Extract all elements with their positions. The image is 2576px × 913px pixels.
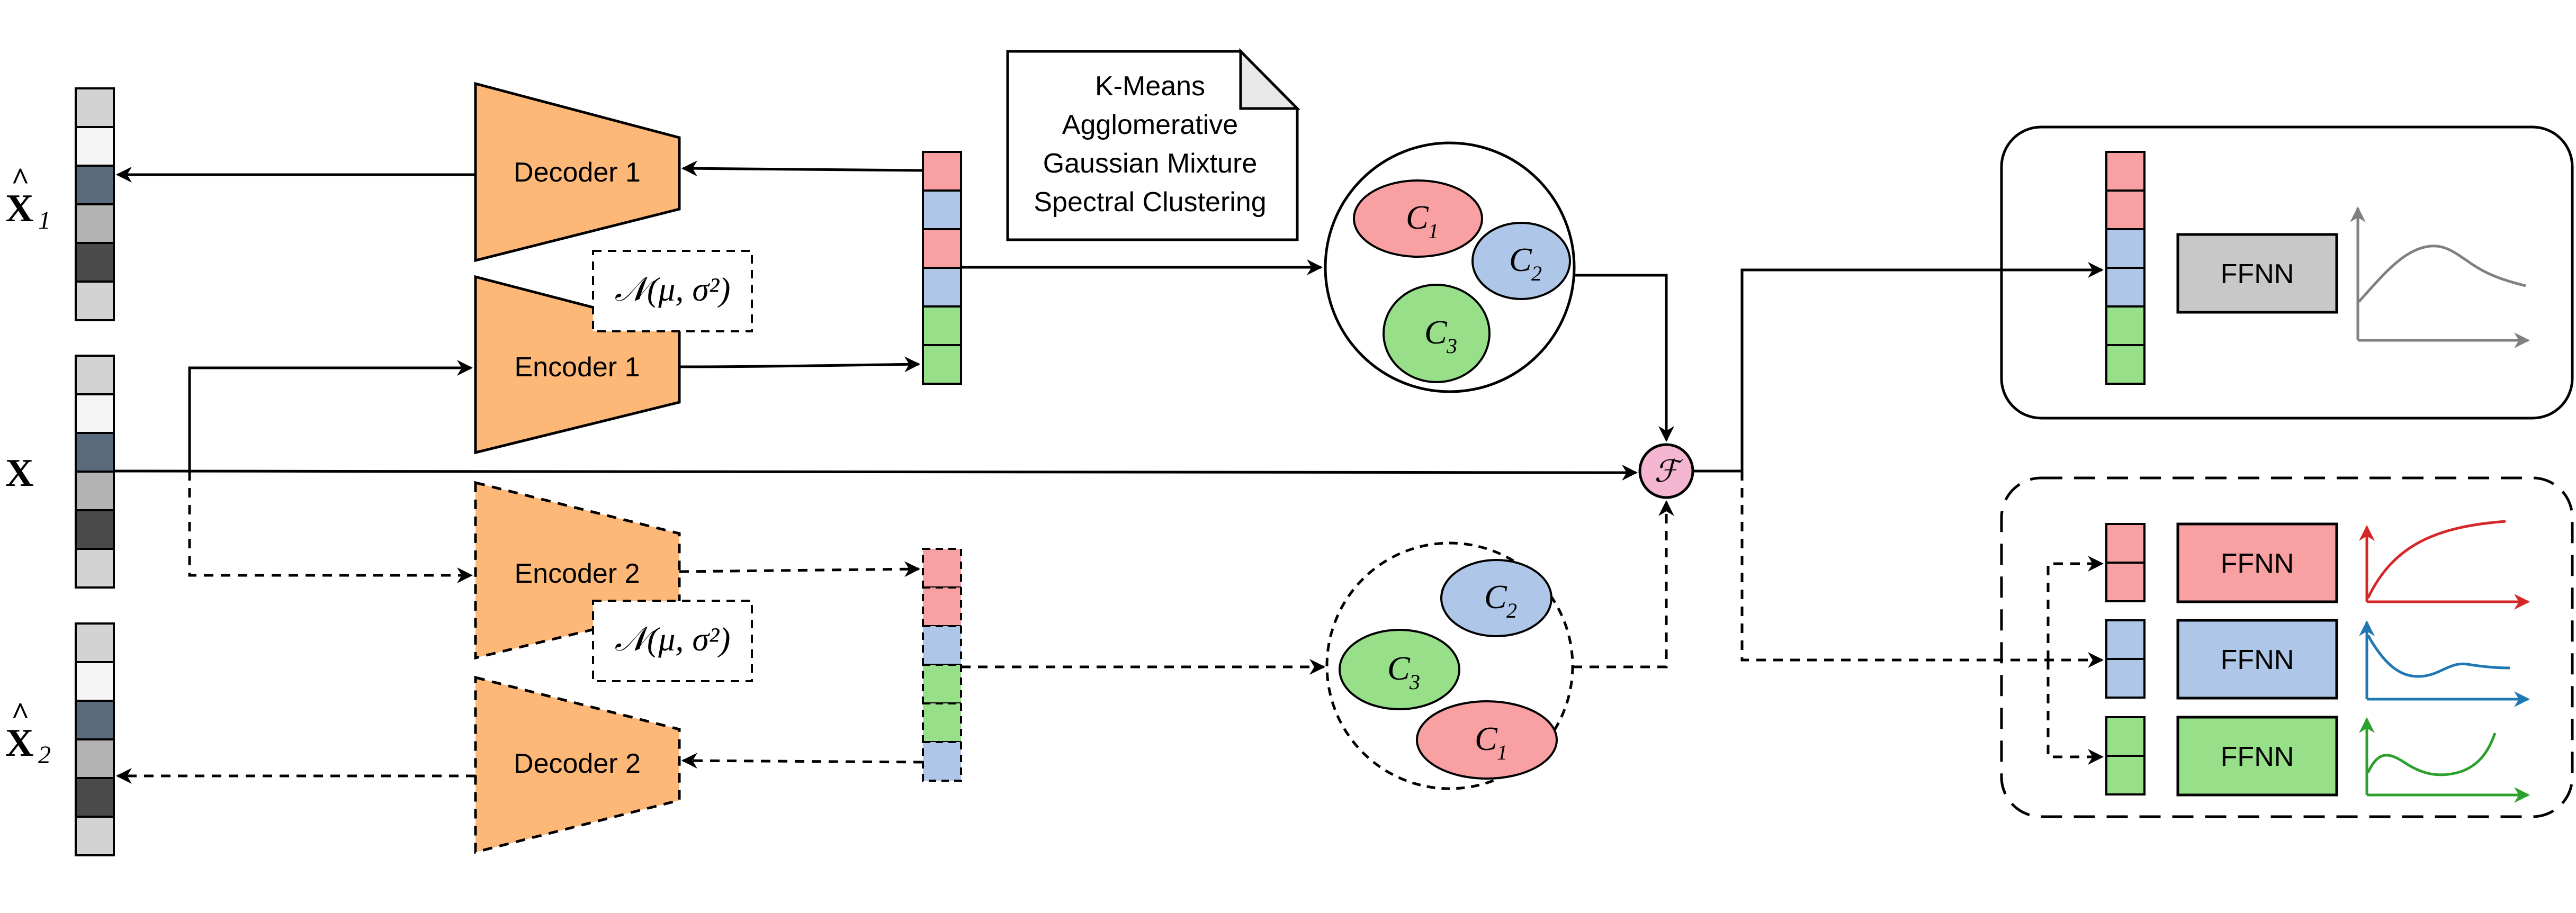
- svg-text:Encoder 1: Encoder 1: [514, 352, 640, 383]
- x-hat-1-label: X: [5, 187, 33, 230]
- svg-text:3: 3: [1409, 670, 1420, 694]
- connectors: [113, 160, 2104, 784]
- cluster-top-c2: C: [1509, 241, 1532, 278]
- cluster-top-c3: C: [1424, 313, 1448, 351]
- decoder-2: Decoder 2: [474, 675, 681, 854]
- ffnn-red: FFNN: [2221, 548, 2294, 579]
- ffnn-blue: FFNN: [2221, 645, 2294, 675]
- cluster-model-blue: FFNN: [2105, 619, 2530, 707]
- svg-text:Decoder 2: Decoder 2: [514, 748, 641, 779]
- cluster-bottom-c2: C: [1484, 578, 1507, 616]
- x-hat-2-subscript: 2: [38, 741, 51, 769]
- svg-text:FFNN: FFNN: [2221, 259, 2294, 290]
- svg-text:3: 3: [1446, 334, 1457, 358]
- cluster-bottom-c1: C: [1475, 720, 1498, 757]
- x-hat-1-subscript: 1: [38, 206, 51, 234]
- latent-vector-bottom: [922, 548, 962, 782]
- x-hat-2-vector: [75, 622, 115, 856]
- svg-text:Encoder 2: Encoder 2: [514, 558, 640, 589]
- hat-accent-1: ^: [11, 161, 30, 196]
- svg-text:Decoder 1: Decoder 1: [514, 157, 641, 188]
- latent-vector-top: [922, 151, 962, 385]
- decoder-1: Decoder 1: [474, 82, 681, 263]
- cluster-bottom-c3: C: [1387, 649, 1411, 687]
- normal-distribution-box-1: 𝒩(μ, σ²): [592, 250, 753, 332]
- svg-text:1: 1: [1428, 219, 1439, 243]
- normal-distribution-box-2: 𝒩(μ, σ²): [592, 600, 753, 682]
- cluster-model-green: FFNN: [2105, 716, 2530, 803]
- svg-text:1: 1: [1497, 740, 1507, 764]
- cluster-model-red: FFNN: [2105, 520, 2530, 610]
- fusion-node: ℱ: [1638, 443, 1694, 499]
- svg-text:2: 2: [1506, 599, 1517, 622]
- x-input-vector: [75, 355, 115, 589]
- x-hat-2-label: X: [5, 721, 33, 765]
- x-hat-1-vector: [75, 87, 115, 321]
- cluster-models-panel: FFNN FFNN FFNN: [2000, 476, 2574, 818]
- global-prediction-plot: [2350, 206, 2530, 348]
- hat-accent-2: ^: [11, 696, 30, 731]
- cluster-circle-bottom: C 2 C 3 C 1: [1325, 541, 1574, 790]
- method-agglomerative: Agglomerative: [1062, 110, 1238, 140]
- global-model-panel: FFNN: [2000, 125, 2574, 420]
- cluster-circle-top: C 1 C 2 C 3: [1324, 141, 1576, 393]
- ffnn-green: FFNN: [2221, 742, 2294, 772]
- method-gaussian-mixture: Gaussian Mixture: [1043, 148, 1258, 179]
- svg-text:𝒩(μ, σ²): 𝒩(μ, σ²): [615, 270, 731, 308]
- x-input-label: X: [5, 451, 33, 495]
- ffnn-global: FFNN: [2176, 233, 2338, 314]
- svg-text:𝒩(μ, σ²): 𝒩(μ, σ²): [615, 620, 731, 658]
- method-spectral: Spectral Clustering: [1034, 187, 1266, 218]
- svg-text:2: 2: [1531, 261, 1542, 285]
- method-kmeans: K-Means: [1095, 71, 1205, 102]
- cluster-top-c1: C: [1406, 198, 1429, 236]
- clustering-methods-note: K-Means Agglomerative Gaussian Mixture S…: [1006, 48, 1300, 241]
